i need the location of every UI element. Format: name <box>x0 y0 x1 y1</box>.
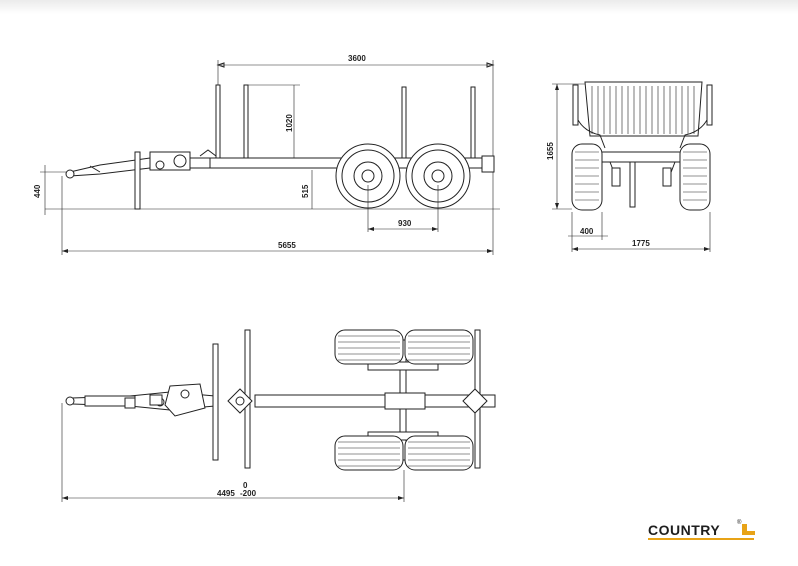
rear-tire-right <box>679 143 711 211</box>
dim-rear-width-label: 1775 <box>632 239 650 248</box>
dim-plan-offset-label: -200 <box>240 489 257 498</box>
side-wheel-front <box>335 143 401 209</box>
country-logo: COUNTRY ® <box>648 519 755 540</box>
brand-underline <box>648 538 754 540</box>
dim-plan-zero-label: 0 <box>243 481 248 490</box>
plan-tire-front-right <box>334 435 404 471</box>
dim-side-top: 3600 <box>216 54 495 160</box>
rear-axle <box>599 151 686 208</box>
dim-plan-length: 0 4495 -200 <box>61 403 405 502</box>
dim-total-length: 5655 <box>61 172 494 255</box>
dim-rear-height: 1655 <box>546 83 585 210</box>
dim-rear-offset: 400 <box>568 212 608 252</box>
dim-axle-spacing: 930 <box>367 185 439 232</box>
plan-tire-rear-right <box>404 435 474 471</box>
dim-total-length-label: 5655 <box>278 241 296 250</box>
rear-view: 1655 400 1775 <box>546 81 713 252</box>
dim-hitch-height: 440 <box>33 165 70 215</box>
dim-plan-length-label: 4495 <box>217 489 235 498</box>
dim-side-top-label: 3600 <box>348 54 366 63</box>
plan-drawbar <box>65 383 216 417</box>
side-view: 3600 1020 440 515 <box>33 54 500 255</box>
brand-name: COUNTRY <box>648 522 720 538</box>
plan-main-beam <box>254 394 496 408</box>
dim-stake-height-label: 1020 <box>285 114 294 132</box>
plan-tire-front-left <box>334 329 404 365</box>
dim-axle-spacing-label: 930 <box>398 219 412 228</box>
side-drawbar <box>65 149 217 210</box>
dim-rear-height-label: 1655 <box>546 142 555 160</box>
dim-rear-width: 1775 <box>572 212 711 252</box>
plan-front-stakes <box>212 329 253 469</box>
rear-tire-left <box>571 143 603 211</box>
dim-hitch-height-label: 440 <box>33 184 42 198</box>
dim-stake-height: 1020 <box>246 84 300 160</box>
brand-mark-icon <box>742 524 755 535</box>
plan-view: 0 4495 -200 <box>61 329 496 502</box>
plan-tire-rear-left <box>404 329 474 365</box>
dim-rear-offset-label: 400 <box>580 227 594 236</box>
brand-registered: ® <box>737 519 742 526</box>
dim-frame-height-label: 515 <box>301 184 310 198</box>
rear-bunk <box>572 81 713 149</box>
plan-rear-stakes <box>462 329 488 469</box>
dim-frame-height: 515 <box>301 170 313 209</box>
